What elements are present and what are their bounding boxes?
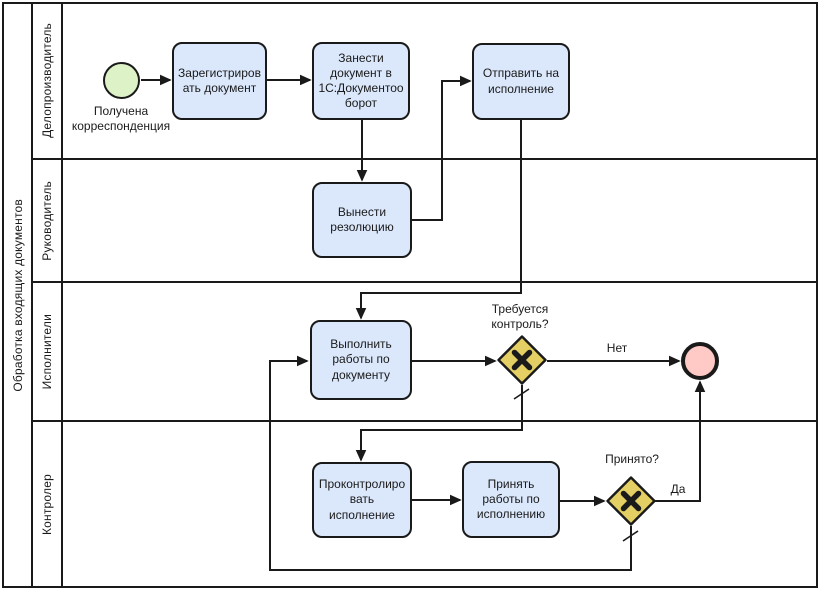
- task-enter-into-1c[interactable]: Занести документ в 1С:Документоо борот: [312, 42, 410, 120]
- task-perform-work[interactable]: Выполнить работы по документу: [310, 320, 412, 400]
- gateway-accepted-label: Принято?: [605, 452, 659, 466]
- task-issue-resolution[interactable]: Вынести резолюцию: [312, 182, 412, 258]
- lane-label-manager: Руководитель: [40, 180, 54, 261]
- exclusive-gateway-icon: [497, 335, 547, 385]
- lane-divider-2: [31, 281, 818, 283]
- gateway-accepted[interactable]: [606, 476, 656, 526]
- lane-label-separator: [61, 2, 63, 588]
- pool-title-separator: [31, 2, 33, 588]
- lane-divider-3: [31, 420, 818, 422]
- exclusive-gateway-icon: [606, 476, 656, 526]
- start-event-label: Получена корреспонденция: [71, 104, 171, 133]
- task-accept-work[interactable]: Принять работы по исполнению: [462, 461, 560, 538]
- start-event-circle[interactable]: [103, 62, 140, 99]
- lane-label-clerk: Делопроизводитель: [40, 22, 54, 138]
- pool-title: Обработка входящих документов: [10, 198, 25, 392]
- gateway-control-required[interactable]: [497, 335, 547, 385]
- end-event-circle[interactable]: [681, 342, 719, 380]
- task-send-for-execution[interactable]: Отправить на исполнение: [472, 43, 570, 120]
- edge-label-no: Нет: [606, 341, 628, 355]
- lane-divider-1: [31, 158, 818, 160]
- gateway-control-label: Требуется контроль?: [491, 302, 549, 331]
- task-register-document[interactable]: Зарегистриров ать документ: [172, 42, 267, 120]
- lane-label-executors: Исполнители: [40, 313, 54, 390]
- lane-label-controller: Контролер: [40, 474, 54, 536]
- edge-label-yes: Да: [670, 482, 686, 496]
- task-monitor-execution[interactable]: Проконтролиро вать исполнение: [312, 462, 412, 538]
